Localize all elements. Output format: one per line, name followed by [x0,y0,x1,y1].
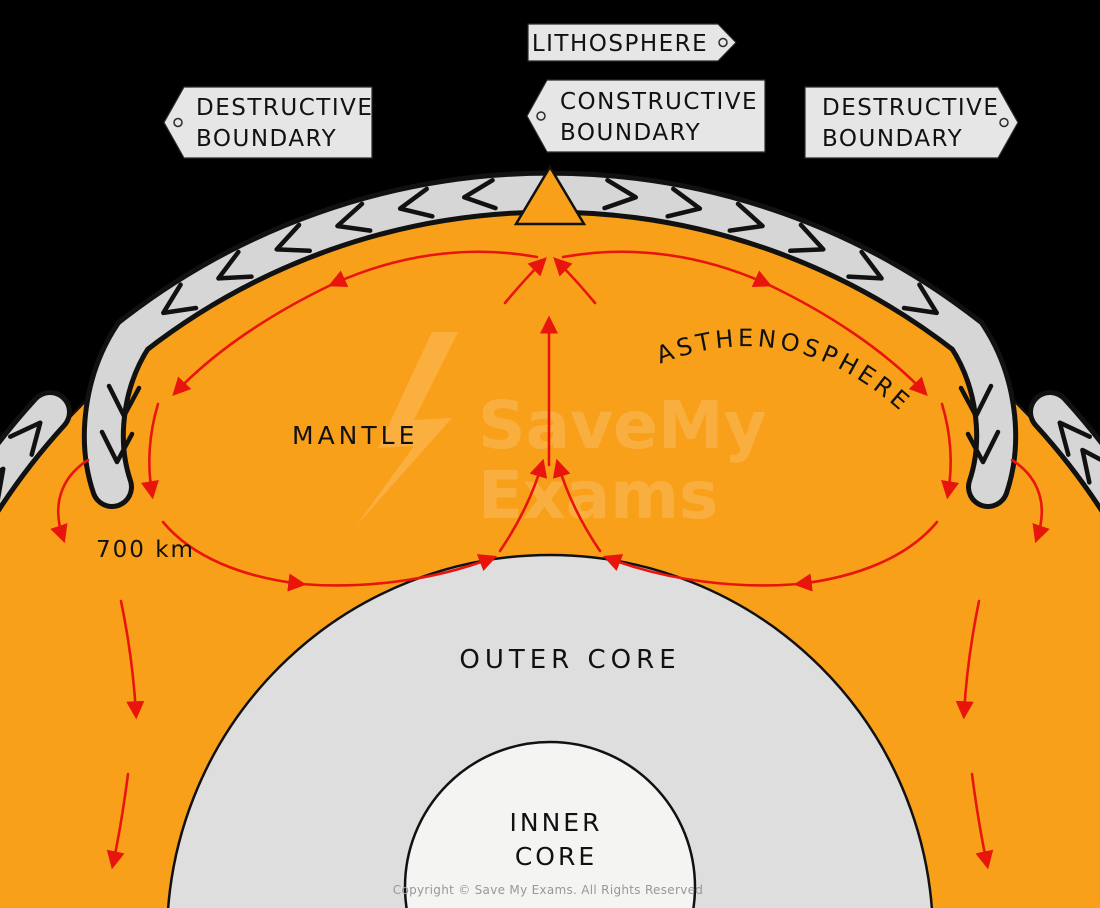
convection-arrow [50,458,90,544]
callout-destructive-left: DESTRUCTIVE BOUNDARY [163,86,373,159]
plate-motion-chevron [397,186,435,219]
plate-motion-chevron [787,222,826,254]
outer-core-label: OUTER CORE [459,645,680,675]
outer-core-layer [166,553,934,908]
convection-arrow [561,250,772,288]
lightning-bolt-icon [356,332,458,526]
tag-hole-icon [999,117,1009,128]
plate-motion-chevron [274,222,313,254]
plate-motion-chevron [8,420,43,457]
plate-motion-chevron [901,282,939,316]
tag-box [163,86,373,159]
plate-motion-chevron [0,466,6,501]
plate-motion-chevron [1080,447,1100,485]
plate-motion-chevron [602,177,639,211]
lithosphere-callout-label: LITHOSPHERE [532,31,708,57]
convection-current-arrows [50,250,1050,870]
convection-arrow [1010,458,1050,544]
tag-box [527,23,737,62]
inner-core-layer [403,740,697,908]
callout-destructive-right: DESTRUCTIVE BOUNDARY [804,86,1019,159]
destructive-right-label-line2: BOUNDARY [822,126,963,152]
ridge-peak [513,164,587,226]
tag-box [804,86,1019,159]
convection-arrow [602,554,801,587]
convection-arrow [552,458,602,553]
convection-arrow [503,257,547,305]
plate-motion-chevron [106,383,142,419]
plate-motion-chevron [846,249,884,281]
plate-motion-chevron [965,429,1001,465]
mantle-label: MANTLE [292,421,418,450]
watermark: SaveMy Exams [356,332,767,534]
convection-arrow [140,402,160,500]
tag-hole-icon [536,111,546,121]
plate-motion-chevrons [0,177,1100,501]
convection-arrow [765,282,928,396]
copyright-text: Copyright © Save My Exams. All Rights Re… [393,883,703,897]
subduction-chevrons [99,383,1001,465]
inner-core-label-line1: INNER [510,808,603,837]
convection-arrow [161,520,307,592]
convection-arrow [106,772,130,870]
convection-arrow [793,520,939,592]
convection-arrow [119,599,145,720]
callout-constructive: CONSTRUCTIVE BOUNDARY [526,79,766,153]
convection-arrow [553,257,597,305]
plate-motion-chevron [161,282,199,316]
plate-motion-chevron [1057,420,1092,457]
plate-motion-chevron [335,201,373,233]
inner-core-label-line2: CORE [515,842,597,871]
constructive-label-line2: BOUNDARY [560,120,701,146]
plate-motion-chevron [216,249,254,281]
convection-arrow [955,599,981,720]
convection-arrow [299,554,498,587]
tag-box [526,79,766,153]
plate-motion-chevron [727,201,765,233]
watermark-text-2: Exams [478,457,718,534]
plate-motion-chevron [99,429,135,465]
plate-motion-chevron [461,177,498,211]
convection-arrow [172,282,335,396]
convection-arrow [498,458,548,553]
plate-motion-chevron [958,383,994,419]
convection-arrow [328,250,539,288]
destructive-left-label-line1: DESTRUCTIVE [196,95,373,121]
plate-motion-chevron [665,186,703,219]
tag-hole-icon [718,37,728,48]
depth-700km-label: 700 km [96,537,195,563]
destructive-right-label-line1: DESTRUCTIVE [822,95,999,121]
callout-lithosphere: LITHOSPHERE [527,23,737,62]
tag-hole-icon [173,117,183,128]
convection-arrow [970,772,994,870]
destructive-left-label-line2: BOUNDARY [196,126,337,152]
convection-arrow [940,402,960,500]
constructive-label-line1: CONSTRUCTIVE [560,89,758,115]
right-plate [1033,395,1100,504]
watermark-text-1: SaveMy [478,387,767,464]
